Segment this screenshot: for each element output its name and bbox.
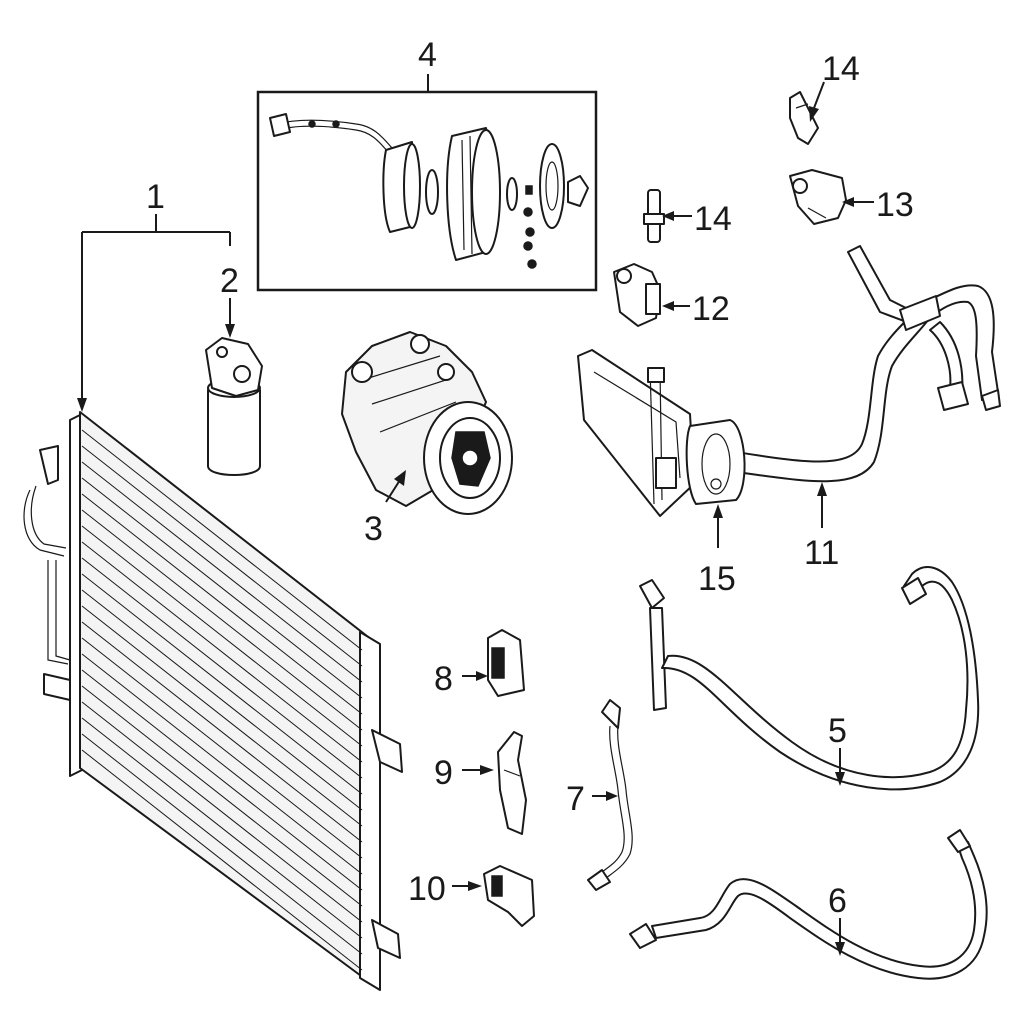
hose-part-7 [587,699,633,891]
callout-12: 12 [692,290,730,328]
callout-10: 10 [408,870,446,908]
discharge-hose-part-5 [639,566,980,791]
condenser-fins [81,429,363,971]
liquid-line-part-6 [629,829,988,980]
callout-3: 3 [364,510,383,548]
callout-7: 7 [566,780,585,818]
expansion-valve-part-15 [685,419,746,505]
callout-9: 9 [434,754,453,792]
bracket-part-8 [487,629,525,697]
leader-lines [77,74,874,956]
clutch-kit-part-4 [256,90,598,292]
switch-part-13 [789,169,847,225]
callout-1: 1 [146,178,165,216]
callout-14-lower: 14 [694,200,732,238]
bracket-part-10 [483,865,535,927]
suction-line-part-11 [577,245,1001,517]
callout-numbers: 1 2 3 4 5 6 7 8 9 10 11 12 13 14 14 15 [146,36,914,920]
callout-4: 4 [418,36,437,74]
callout-14-upper: 14 [822,50,860,88]
callout-6: 6 [828,882,847,920]
callout-13: 13 [876,186,914,224]
valve-part-14-upper [789,91,819,145]
receiver-drier-part-2 [205,337,263,476]
valve-part-14-lower [643,189,665,243]
callout-5: 5 [828,712,847,750]
callout-2: 2 [220,262,239,300]
condenser-part-1 [23,411,403,991]
callout-8: 8 [434,660,453,698]
sensor-part-12 [613,263,661,327]
compressor-part-3 [341,331,513,515]
callout-15: 15 [698,560,736,598]
callout-11: 11 [804,534,839,572]
bracket-part-9 [497,731,527,835]
